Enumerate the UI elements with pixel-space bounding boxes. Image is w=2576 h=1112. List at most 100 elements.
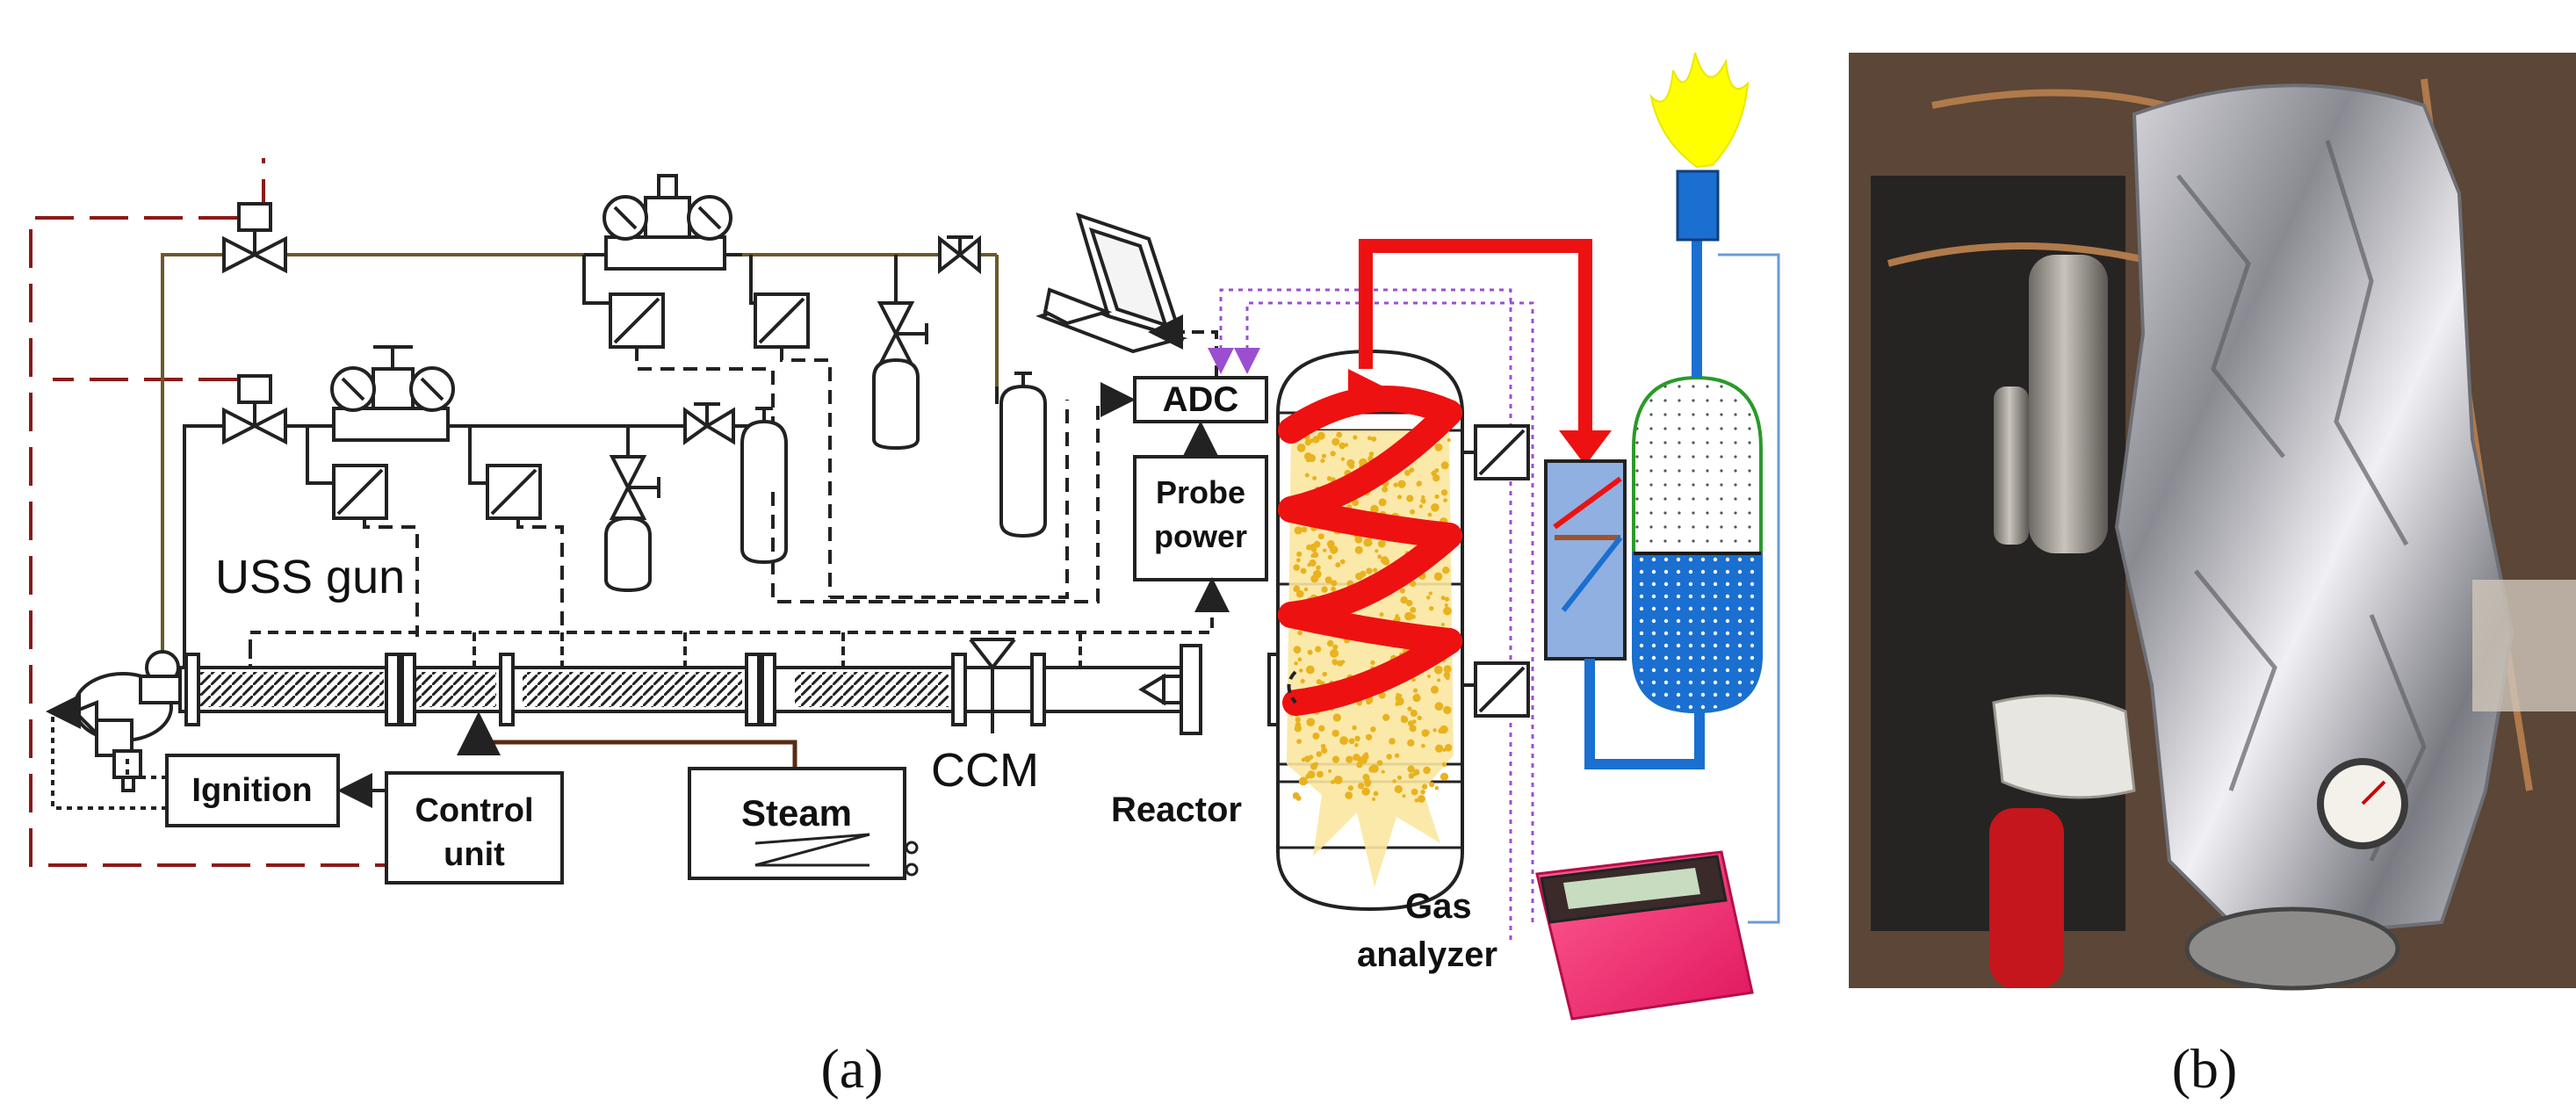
particle-dot <box>1441 762 1447 767</box>
particle-dot <box>1346 755 1353 763</box>
product-gas-pipe <box>1359 239 1592 448</box>
photo-panel-b: (b) <box>1849 53 2576 1100</box>
particle-dot <box>1375 549 1379 553</box>
particle-dot <box>1395 702 1399 707</box>
particle-dot <box>1434 702 1444 711</box>
control-unit-label-1: Control <box>415 792 533 829</box>
particle-dot <box>1386 754 1392 760</box>
uss-gun-label: USS gun <box>215 551 405 603</box>
particle-dot <box>1400 716 1409 724</box>
gas-analyzer-label-1: Gas <box>1405 887 1472 926</box>
particle-dot <box>1299 668 1303 673</box>
particle-dot <box>1348 463 1355 469</box>
particle-dot <box>1414 798 1419 803</box>
particle-dot <box>1410 581 1417 588</box>
particle-dot <box>1312 475 1317 480</box>
particle-dot <box>1373 567 1378 573</box>
particle-dot <box>1305 665 1315 675</box>
particle-dot <box>1365 733 1373 740</box>
particle-dot <box>1411 719 1417 724</box>
particle-dot <box>1423 766 1431 775</box>
particle-dot <box>1329 545 1339 554</box>
particle-dot <box>1313 540 1321 548</box>
upper-pressure-transducers <box>582 255 832 597</box>
particle-dot <box>1326 476 1332 481</box>
particle-dot <box>1416 480 1422 487</box>
particle-dot <box>1440 725 1448 734</box>
particle-dot <box>1293 646 1302 654</box>
particle-dot <box>1301 526 1308 533</box>
cold-water-loop <box>1584 659 1705 769</box>
particle-dot <box>1409 725 1417 733</box>
particle-dot <box>1337 660 1344 667</box>
particle-dot <box>1443 665 1452 674</box>
particle-dot <box>1433 665 1443 675</box>
photo-foil-reactor <box>2114 83 2515 942</box>
particle-dot <box>1294 661 1298 666</box>
particle-dot <box>1434 443 1443 451</box>
particle-dot <box>1294 526 1302 535</box>
particle-dot <box>1331 437 1340 446</box>
particle-dot <box>1304 452 1313 461</box>
particle-dot <box>1410 509 1416 515</box>
particle-dot <box>1440 772 1449 781</box>
particle-dot <box>1366 567 1373 574</box>
particle-dot <box>1418 504 1424 509</box>
particle-dot <box>1443 705 1452 715</box>
caption-b: (b) <box>2172 1037 2238 1100</box>
control-unit-label-2: unit <box>444 836 505 873</box>
ccm-detonation-tube <box>178 666 1201 713</box>
photo-flange-base <box>2184 906 2400 991</box>
particle-dot <box>1377 554 1382 560</box>
lower-gas-cylinders <box>604 402 788 593</box>
flame-icon <box>1649 52 1750 169</box>
particle-dot <box>1339 736 1349 746</box>
separator-vessel <box>1632 375 1763 714</box>
particle-dot <box>1370 764 1379 773</box>
particle-dot <box>1434 744 1444 753</box>
particle-dot <box>1331 580 1338 587</box>
particle-dot <box>1294 725 1302 733</box>
particle-dot <box>1395 695 1402 701</box>
particle-dot <box>1296 444 1306 452</box>
particle-dot <box>1400 596 1408 604</box>
particle-dot <box>1355 572 1363 581</box>
probe-power-label-2: power <box>1154 518 1247 554</box>
particle-dot <box>1421 743 1425 748</box>
particle-dot <box>1331 779 1336 784</box>
steam-label: Steam <box>741 792 852 834</box>
particle-dot <box>1373 791 1379 797</box>
particle-dot <box>1396 495 1403 500</box>
particle-dot <box>1434 494 1440 500</box>
reactor-coil-arrow <box>1348 369 1392 413</box>
particle-dot <box>1421 499 1426 504</box>
particle-dot <box>1368 451 1375 457</box>
particle-dot <box>1331 729 1339 737</box>
particle-dot <box>1313 569 1322 579</box>
dashed-signal-to-adc <box>771 382 1136 603</box>
particle-dot <box>1339 559 1346 565</box>
particle-dot <box>1335 562 1341 568</box>
particle-dot <box>1296 551 1302 558</box>
particle-dot <box>1347 785 1353 791</box>
particle-dot <box>1309 755 1314 760</box>
gas-sampling-line <box>1718 253 1780 924</box>
steam-feed-line <box>457 711 797 769</box>
particle-dot <box>1411 677 1416 682</box>
particle-dot <box>1332 661 1338 666</box>
particle-dot <box>1312 552 1319 559</box>
particle-dot <box>1412 694 1421 703</box>
particle-dot <box>1407 765 1415 773</box>
particle-dot <box>1430 685 1440 694</box>
particle-dot <box>1318 725 1325 732</box>
particle-dot <box>1370 726 1376 733</box>
ccm-probe-ports <box>249 632 1082 668</box>
particle-dot <box>1354 735 1360 742</box>
particle-dot <box>1317 533 1324 540</box>
particle-dot <box>1296 739 1302 744</box>
particle-dot <box>1313 762 1319 767</box>
gas-analyzer-label-2: analyzer <box>1357 935 1497 974</box>
particle-dot <box>1295 795 1302 801</box>
dashed-probe-bus <box>249 577 1230 650</box>
particle-dot <box>1345 791 1353 799</box>
